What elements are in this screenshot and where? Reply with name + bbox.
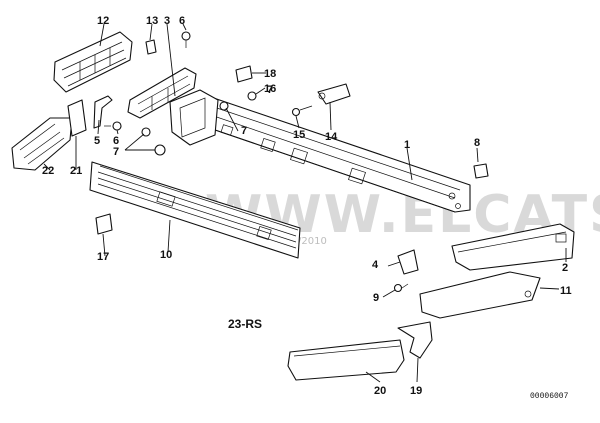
- right-bumper-corner[interactable]: [451, 223, 575, 271]
- upper-clip[interactable]: [235, 65, 253, 83]
- left-bumper-end-cap[interactable]: [11, 117, 73, 171]
- right-lower-trim[interactable]: [419, 271, 541, 319]
- label-part-16: 16: [264, 83, 276, 95]
- image-number: 00006007: [530, 392, 569, 401]
- label-part-22: 22: [42, 165, 54, 177]
- label-part-11: 11: [560, 285, 572, 297]
- label-part-9: 9: [373, 292, 379, 304]
- label-part-18: 18: [264, 68, 276, 80]
- label-part-6-upper: 6: [179, 15, 185, 27]
- label-part-7-lower: 7: [113, 146, 119, 158]
- upper-bumper-support[interactable]: [127, 67, 197, 119]
- part-labels: 1 2 3 4 5 6 6 7 7 7 8 9 10 11 12 13 14 1…: [42, 15, 572, 397]
- label-part-3: 3: [164, 15, 170, 27]
- screw-6-lower[interactable]: [104, 121, 122, 131]
- diagram-code: 23-RS: [228, 317, 262, 331]
- label-part-8: 8: [474, 137, 480, 149]
- label-part-5: 5: [94, 135, 100, 147]
- left-hook-bracket[interactable]: [93, 95, 113, 129]
- tow-eye-bolt-assembly[interactable]: [317, 83, 351, 105]
- label-part-6-lower: 6: [113, 135, 119, 147]
- label-part-7-upper: 7: [241, 125, 247, 137]
- right-nut[interactable]: [473, 163, 489, 179]
- label-part-17: 17: [97, 251, 109, 263]
- label-part-20: 20: [374, 385, 386, 397]
- label-part-2: 2: [562, 262, 568, 274]
- left-trim-cover[interactable]: [67, 99, 87, 137]
- nut-16[interactable]: [247, 91, 257, 101]
- label-part-12: 12: [97, 15, 109, 27]
- screw-6-upper[interactable]: [181, 31, 191, 48]
- screw-9[interactable]: [393, 283, 409, 293]
- clip-13[interactable]: [145, 39, 157, 55]
- nut-7-lower[interactable]: [154, 144, 166, 156]
- upper-left-bracket[interactable]: [53, 31, 133, 93]
- label-part-10: 10: [160, 249, 172, 261]
- label-part-4: 4: [372, 259, 379, 271]
- label-part-21: 21: [70, 165, 82, 177]
- left-mounting-bracket[interactable]: [169, 89, 219, 146]
- label-part-13: 13: [146, 15, 158, 27]
- screw-15[interactable]: [291, 105, 313, 117]
- lower-grille[interactable]: [89, 161, 301, 259]
- leader-lines: [43, 23, 567, 383]
- label-part-14: 14: [325, 131, 338, 143]
- label-part-1: 1: [404, 139, 410, 151]
- front-spoiler[interactable]: [287, 339, 405, 381]
- label-part-7-right: 7: [267, 84, 273, 96]
- label-part-19: 19: [410, 385, 422, 397]
- watermark-year: /2010: [298, 236, 327, 247]
- grille-clip[interactable]: [95, 213, 113, 235]
- spoiler-bracket[interactable]: [397, 321, 433, 359]
- side-bracket[interactable]: [397, 249, 419, 275]
- label-part-15: 15: [293, 129, 305, 141]
